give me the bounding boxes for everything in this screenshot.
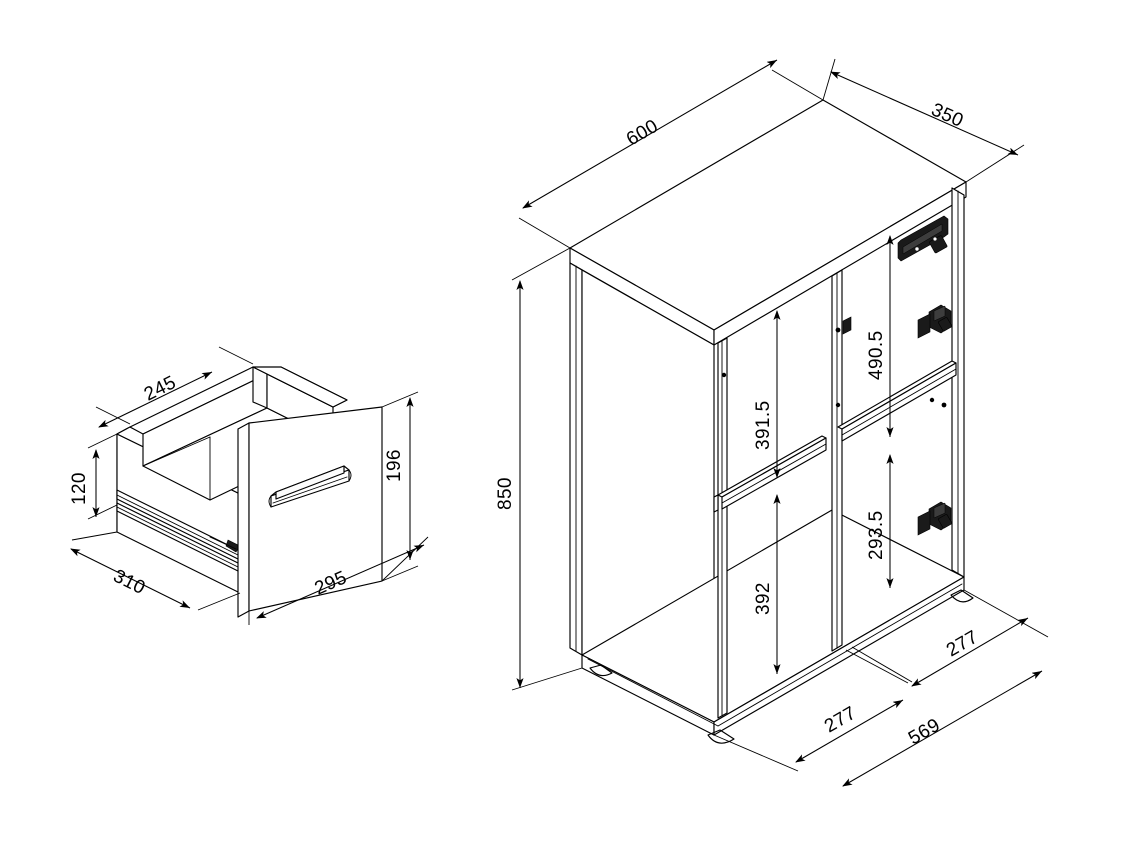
dimension-label-277-right: 277: [943, 627, 982, 662]
drawer-slide-rail: [897, 215, 949, 262]
cabinet-right-side-panel: [941, 187, 965, 578]
dimension-left-upper-compartment: 391.5: [753, 310, 781, 478]
cabinet-base-panel: [581, 509, 965, 736]
dimension-label-350: 350: [928, 99, 967, 132]
drawer-detail-view: 245 120 196 310 295: [69, 346, 429, 625]
cabinet-second-divider: [831, 269, 843, 652]
dimension-label-293-5: 293.5: [866, 510, 887, 560]
dimension-label-850: 850: [495, 477, 516, 510]
dimension-label-392: 392: [753, 582, 774, 615]
drawer-handle: [268, 465, 352, 508]
dimension-label-569: 569: [905, 715, 944, 750]
dimension-label-490-5: 490.5: [866, 330, 887, 380]
cabinet-top-panel: [569, 99, 967, 346]
shelf-pin-hole: [835, 402, 841, 408]
dimension-label-245: 245: [141, 372, 180, 405]
door-hinge-upper: [917, 304, 953, 339]
dimension-label-391-5: 391.5: [753, 400, 774, 450]
dimension-drawer-front-height: 196: [381, 391, 419, 582]
dimension-label-277-left: 277: [821, 703, 860, 738]
cabinet-feet: [589, 589, 974, 744]
cabinet-center-divider: [717, 337, 728, 719]
drawer-front-panel: [237, 406, 383, 618]
shelf-pin-hole: [929, 397, 935, 403]
divider-hinge-plate: [842, 316, 852, 335]
dimension-label-120: 120: [69, 472, 90, 505]
dimension-right-upper-compartment: 490.5: [866, 235, 894, 437]
dimension-right-lower-compartment: 293.5: [866, 454, 894, 588]
shelf-pin-hole: [941, 402, 947, 408]
dimension-cabinet-height: 850: [495, 247, 583, 691]
shelf-pin-hole: [835, 327, 841, 333]
dimension-label-196: 196: [384, 449, 405, 482]
dimension-label-310: 310: [110, 566, 149, 599]
cabinet-view: 600 350 850 391.5 392 490.5: [495, 58, 1049, 787]
cabinet-right-shelf: [837, 360, 957, 442]
dimension-left-lower-compartment: 392: [753, 494, 781, 674]
door-hinge-lower: [917, 501, 953, 536]
shelf-pin-hole: [721, 372, 727, 378]
dimension-drawer-box-height: 120: [69, 433, 118, 520]
dimension-label-600: 600: [623, 116, 662, 151]
